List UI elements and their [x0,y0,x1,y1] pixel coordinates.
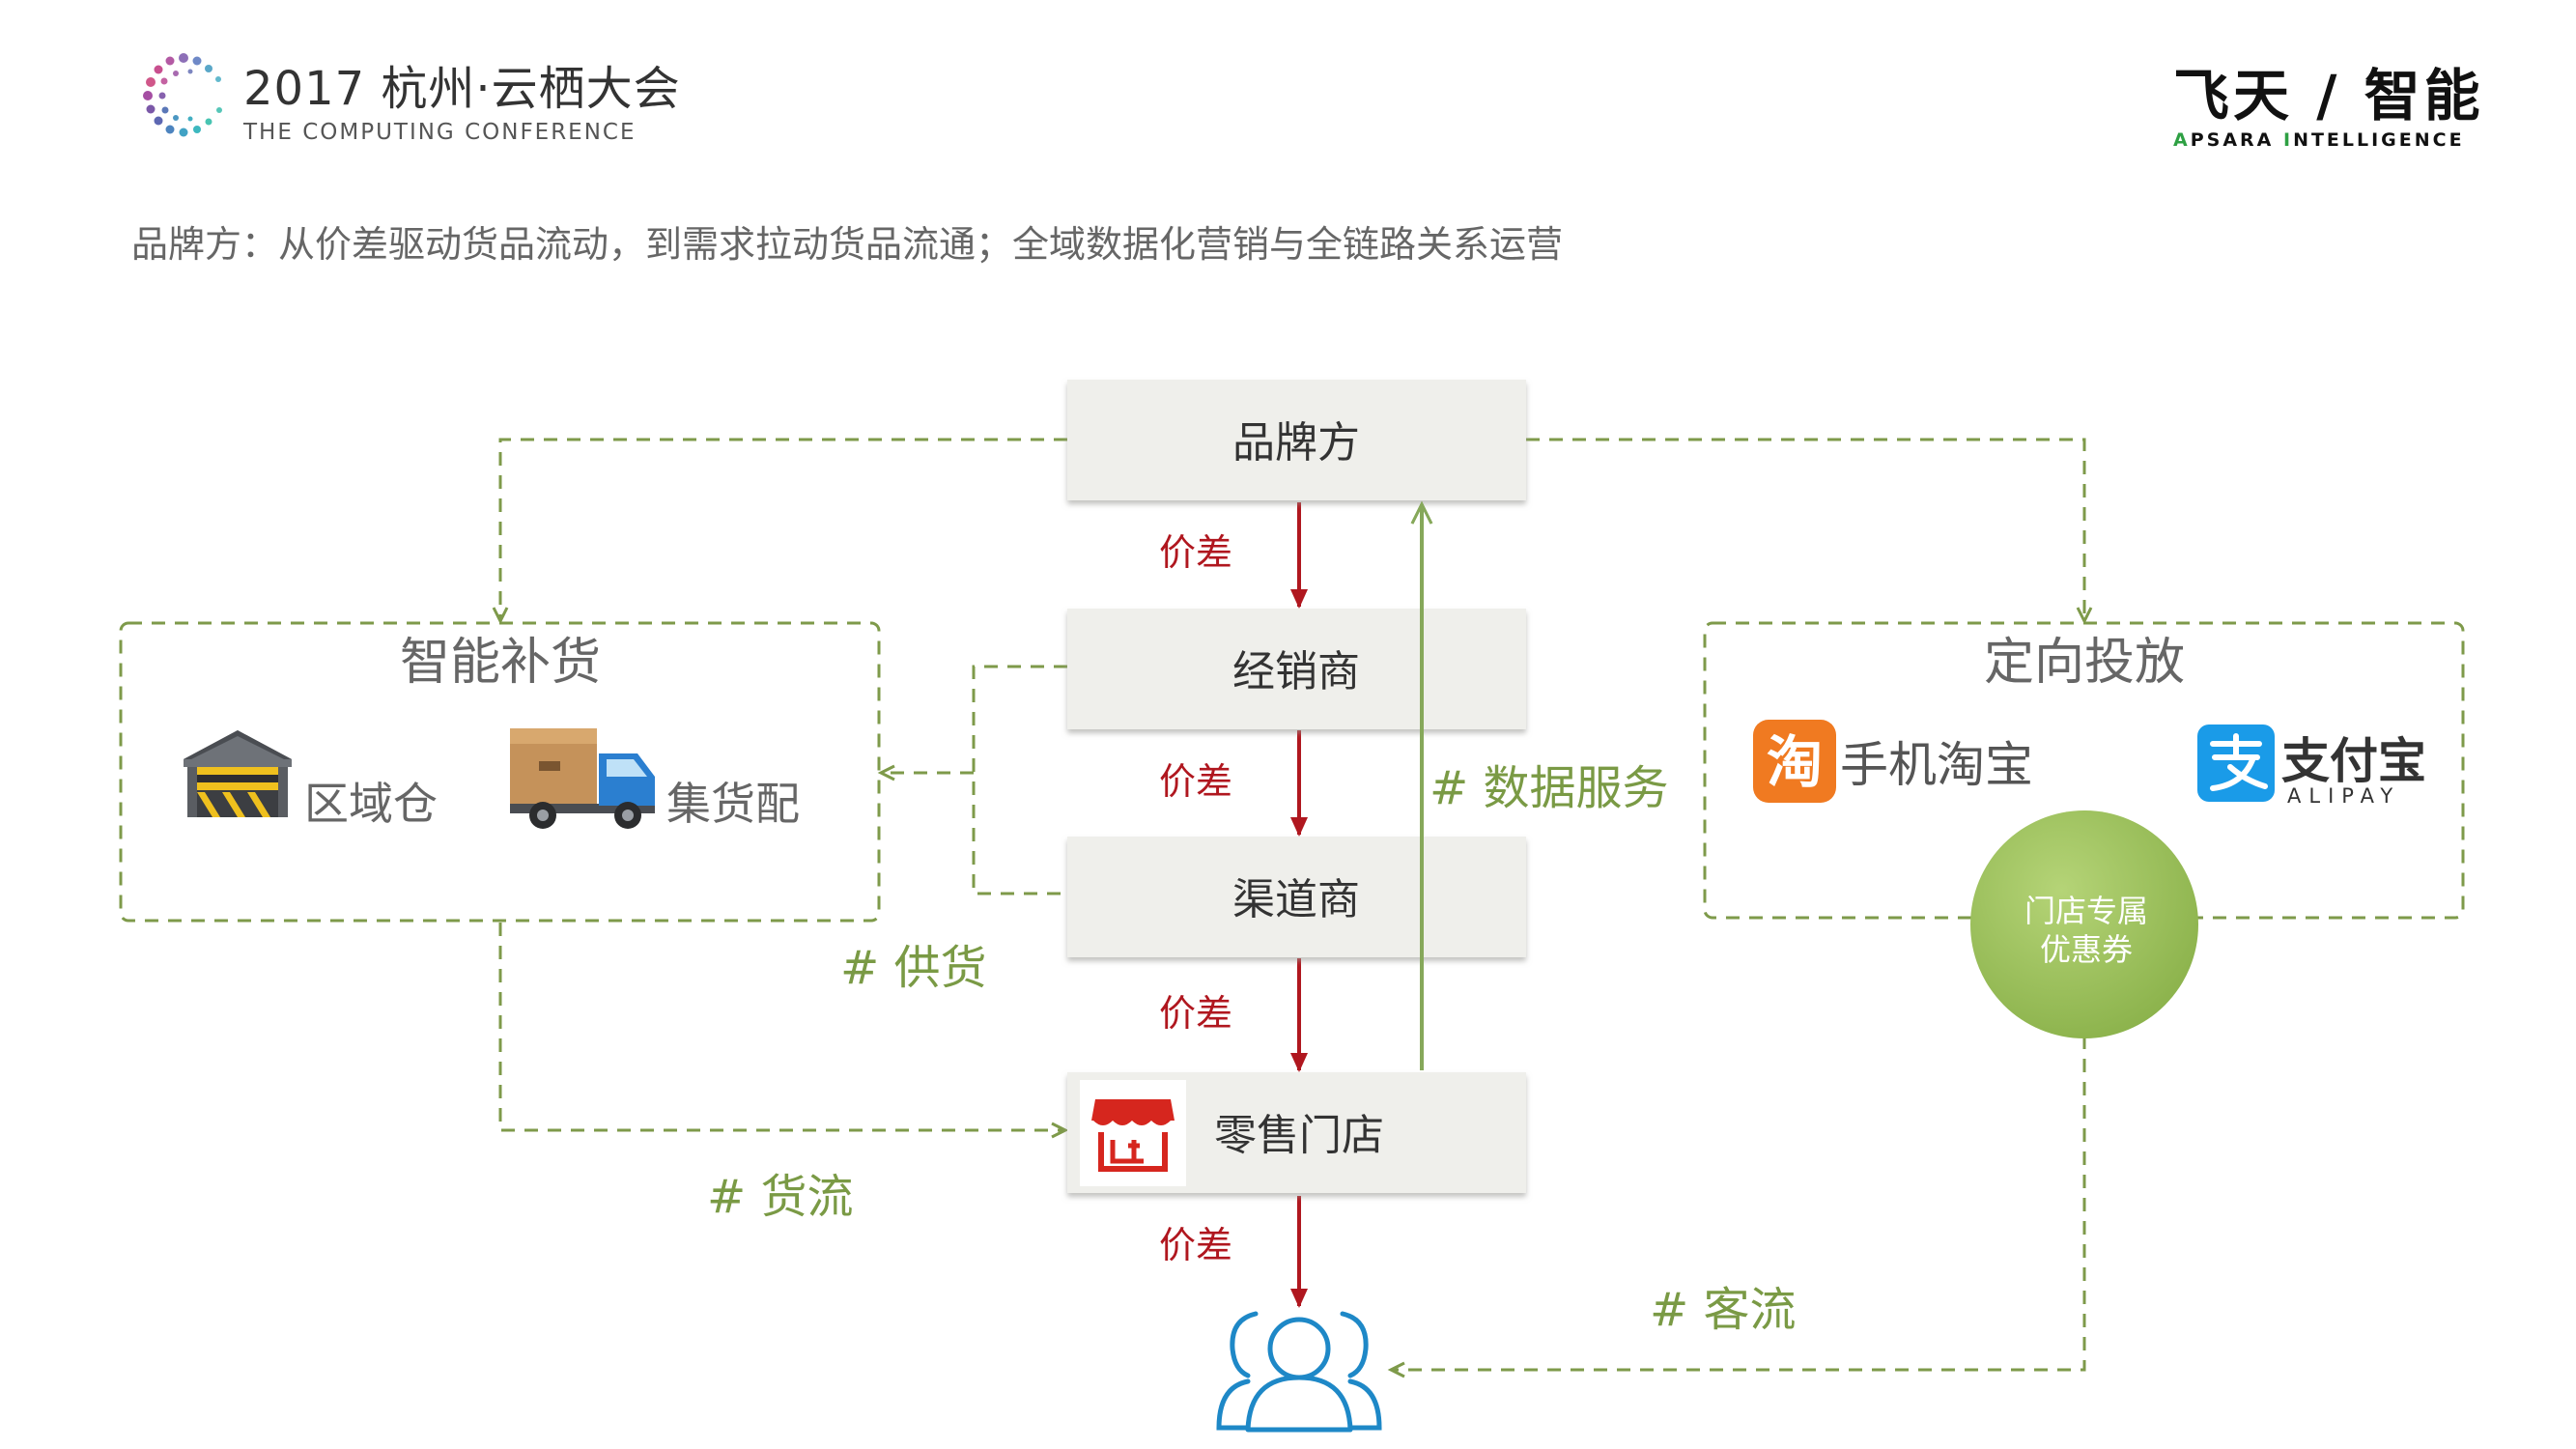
alipay-icon [2197,724,2275,802]
user-group-icon [1216,1311,1382,1433]
alipay-wordmark-cn: 支付宝 [2281,733,2426,789]
taobao-icon: 淘 [1753,720,1836,803]
connector-brand-to-replenishment [492,438,1067,625]
label-customer-flow: # 客流 [1650,1283,1796,1337]
coupon-line-2: 优惠券 [2039,931,2133,968]
conference-logo [143,53,222,137]
coupon-label: 门店专属 优惠券 [1970,892,2202,969]
smart-replenishment-title: 智能补货 [400,634,601,692]
price-gap-label-2: 价差 [1159,760,1232,803]
box-brand-owner: 品牌方 [1067,380,1526,500]
conference-title: 2017 杭州·云栖大会 [243,62,681,116]
box-distributor-label: 经销商 [1232,647,1360,696]
connector-goods-flow [498,923,1069,1139]
connector-brand-to-targeted [1526,438,2093,625]
box-distributor: 经销商 [1067,609,1526,729]
storefront-icon [1080,1080,1186,1186]
apsara-brand-en: APSARA INTELLIGENCE [2173,129,2465,151]
connector-customer-flow [1387,1036,2086,1378]
box-channel-dealer: 渠道商 [1067,837,1526,957]
delivery-truck-icon [510,728,655,829]
price-gap-label-4: 价差 [1159,1224,1232,1266]
taobao-icon-char: 淘 [1767,729,1823,795]
conference-logo-dots [143,53,222,137]
label-data-service: # 数据服务 [1430,761,1668,815]
coupon-line-1: 门店专属 [2024,893,2148,929]
regional-warehouse-label: 区域仓 [304,778,438,830]
box-retail-store-label: 零售门店 [1214,1111,1384,1160]
slide-subtitle: 品牌方：从价差驱动货品流动，到需求拉动货品流通；全域数据化营销与全链路关系运营 [131,223,1564,266]
alipay-wordmark-en: ALIPAY [2287,784,2401,808]
coupon-circle [1970,810,2198,1038]
box-brand-owner-label: 品牌方 [1232,418,1360,468]
conference-logo-text: 2017 杭州·云栖大会 THE COMPUTING CONFERENCE [243,50,681,145]
warehouse-icon [184,730,292,817]
label-goods-flow: # 货流 [707,1170,853,1224]
conference-subtitle: THE COMPUTING CONFERENCE [243,120,637,145]
box-channel-dealer-label: 渠道商 [1232,875,1360,924]
consolidated-delivery-label: 集货配 [666,778,800,830]
targeted-delivery-title: 定向投放 [1984,634,2185,692]
price-gap-label-3: 价差 [1159,992,1232,1035]
connector-supply-bracket [972,665,1067,895]
label-supply: # 供货 [840,941,986,995]
price-gap-label-1: 价差 [1159,531,1232,574]
apsara-intelligence-logo: 飞天 / 智能 APSARA INTELLIGENCE [2173,50,2484,151]
taobao-wordmark: 手机淘宝 [1840,737,2033,793]
apsara-brand-cn: 飞天 / 智能 [2173,63,2484,128]
